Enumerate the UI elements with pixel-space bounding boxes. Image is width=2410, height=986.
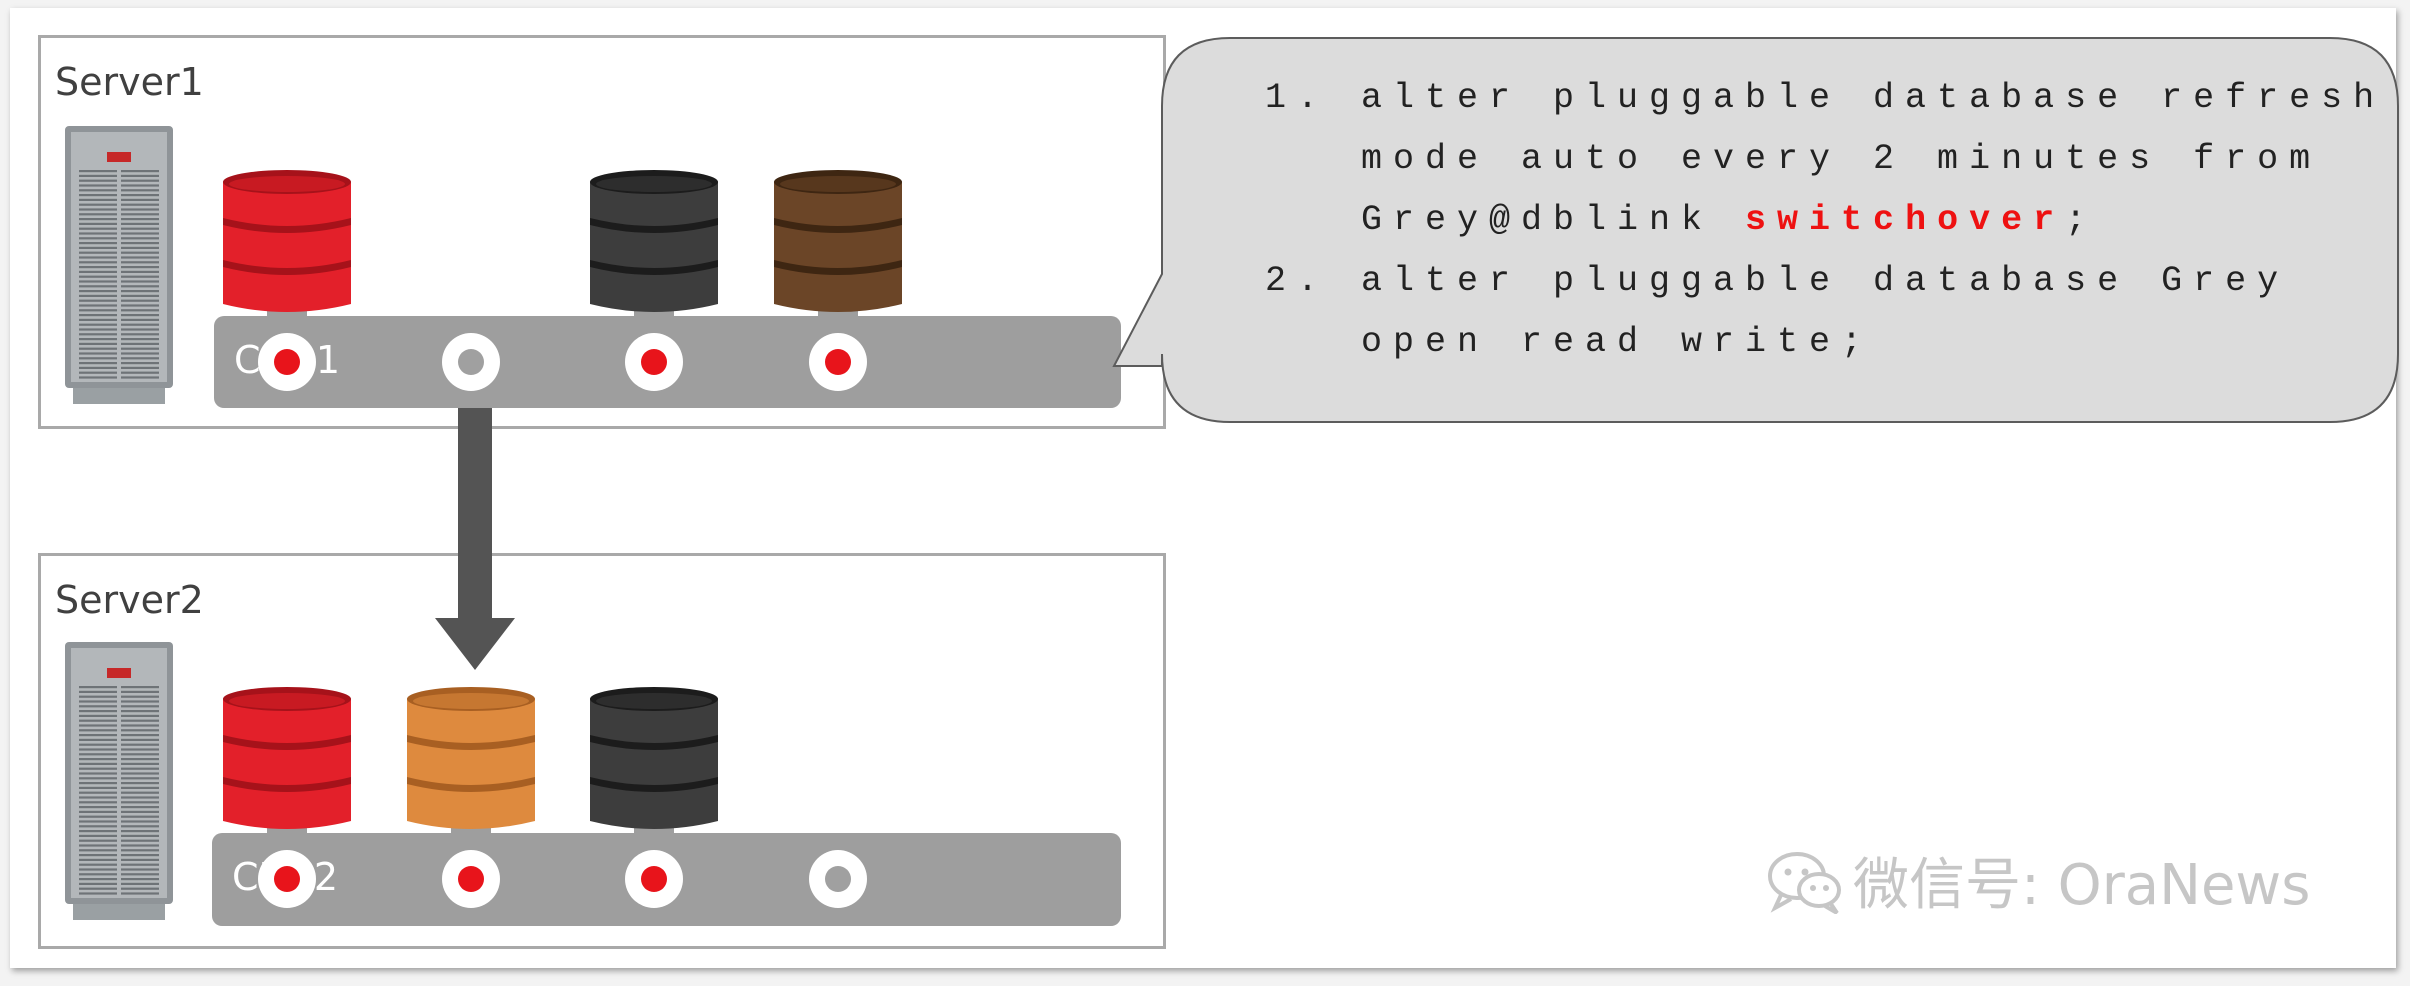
pdb-slot-active bbox=[258, 850, 316, 908]
pdb-database-icon bbox=[223, 170, 351, 328]
pdb-slot-empty bbox=[442, 333, 500, 391]
pdb-database-icon bbox=[407, 687, 535, 845]
server2-box: Server2 CDB2 bbox=[38, 553, 1166, 949]
pdb-slot-empty bbox=[809, 850, 867, 908]
pdb-database-icon bbox=[590, 687, 718, 845]
command-line: 2. alter pluggable database Grey bbox=[1265, 251, 2385, 312]
pdb-database-icon bbox=[223, 687, 351, 845]
pdb-slot-active bbox=[809, 333, 867, 391]
command-text: alter pluggable database refresh bbox=[1361, 78, 2386, 118]
pdb-slot-active bbox=[625, 333, 683, 391]
command-line: open read write; bbox=[1265, 312, 2385, 373]
command-text: open read write; bbox=[1361, 322, 1874, 362]
command-text: alter pluggable database Grey bbox=[1361, 261, 2290, 301]
server1-box: Server1 CDB1 bbox=[38, 35, 1166, 429]
command-line: Grey@dblink switchover; bbox=[1265, 190, 2385, 251]
pdb-slot-active bbox=[258, 333, 316, 391]
server-rack-icon bbox=[65, 126, 173, 404]
command-line: 1. alter pluggable database refresh bbox=[1265, 68, 2385, 129]
command-list: 1. alter pluggable database refresh mode a… bbox=[1265, 68, 2385, 373]
server1-label: Server1 bbox=[55, 60, 204, 104]
diagram-canvas: Server1 CDB1 Server2 CDB2 1. alter plugga… bbox=[10, 8, 2399, 968]
command-text: ; bbox=[2065, 200, 2098, 240]
pdb-database-icon bbox=[590, 170, 718, 328]
pdb-database-icon bbox=[774, 170, 902, 328]
command-text: mode auto every 2 minutes from bbox=[1361, 139, 2322, 179]
pdb-slot-active bbox=[625, 850, 683, 908]
watermark-text: 微信号: OraNews bbox=[1853, 853, 2311, 918]
server-rack-icon bbox=[65, 642, 173, 920]
wechat-icon bbox=[1768, 851, 1841, 914]
server2-label: Server2 bbox=[55, 578, 204, 622]
pdb-slot-active bbox=[442, 850, 500, 908]
command-keyword-highlight: switchover bbox=[1745, 200, 2066, 240]
command-number: 2. bbox=[1265, 261, 1330, 301]
command-number: 1. bbox=[1265, 78, 1330, 118]
watermark: 微信号: OraNews bbox=[1765, 840, 2310, 921]
speech-bubble bbox=[1112, 37, 2399, 423]
command-line: mode auto every 2 minutes from bbox=[1265, 129, 2385, 190]
command-text: Grey@dblink bbox=[1361, 200, 1746, 240]
migration-arrow-icon bbox=[435, 408, 515, 670]
